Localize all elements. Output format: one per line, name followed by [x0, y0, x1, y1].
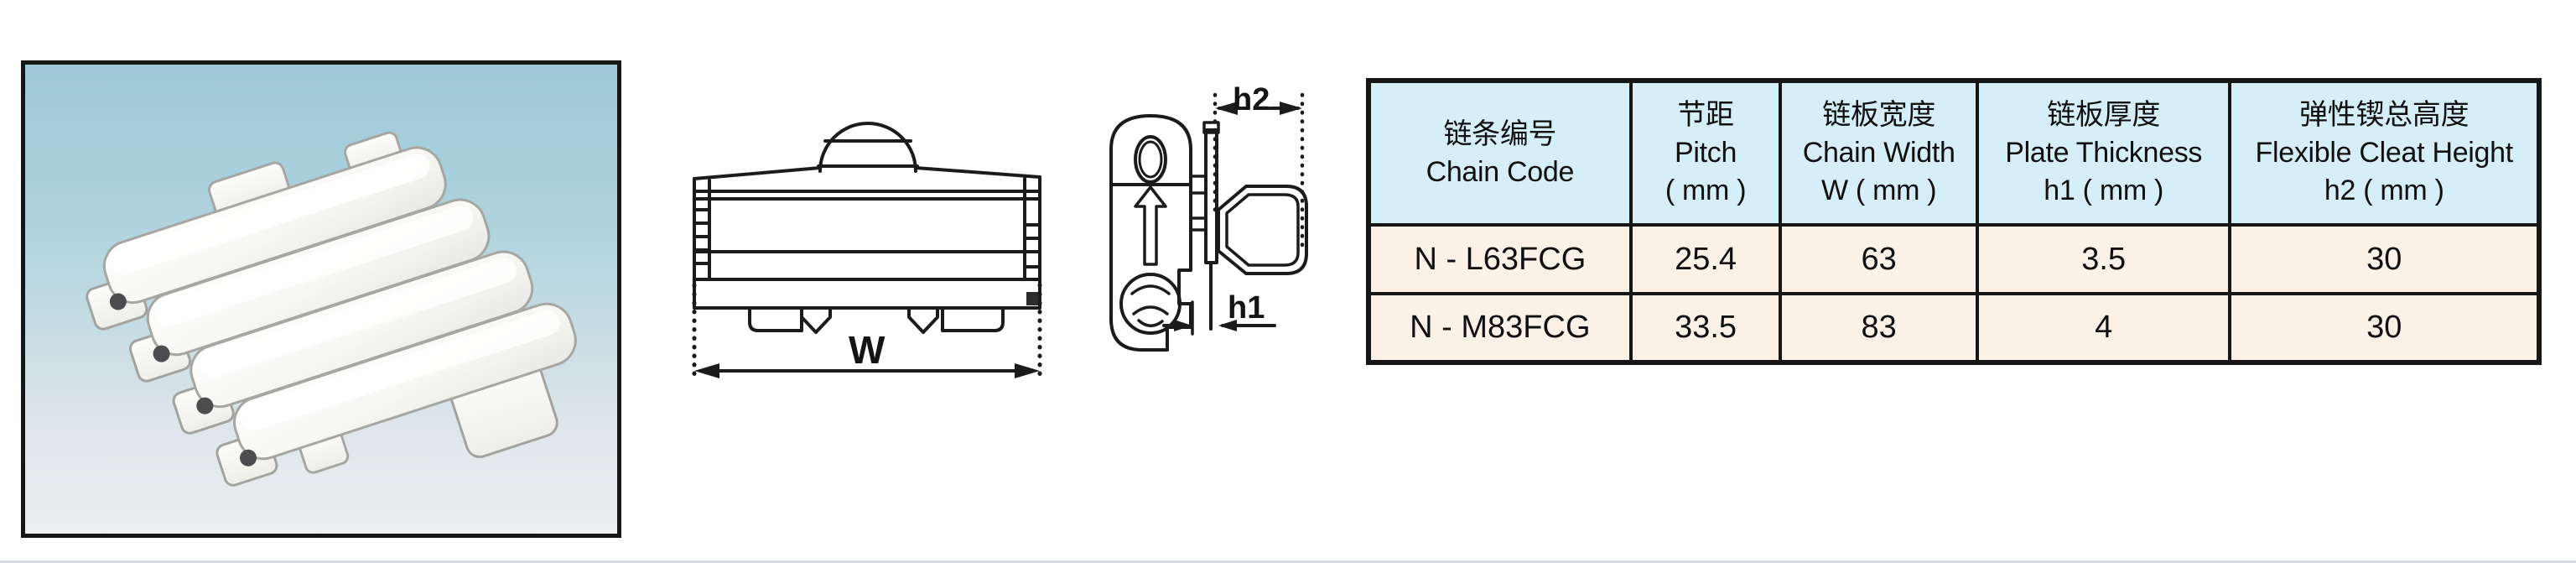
- pin-dot: [153, 345, 170, 362]
- cell-chain-width: 63: [1779, 223, 1979, 295]
- table-header-row: 链条编号 Chain Code 节距 Pitch ( mm ) 链板宽度 Cha…: [1367, 79, 2541, 227]
- arrow-right-icon: [1280, 102, 1302, 115]
- col-header-en: Plate Thickness: [2005, 137, 2203, 169]
- cell-plate-thickness: 3.5: [1975, 223, 2232, 295]
- side-view-drawing: h2 h1: [1097, 49, 1385, 388]
- col-header-pitch: 节距 Pitch ( mm ): [1628, 79, 1783, 227]
- front-view-svg: [692, 122, 1042, 383]
- col-header-unit: W ( mm ): [1820, 175, 1937, 206]
- link-plate-outline: [1109, 114, 1192, 352]
- h1-dimension-label: h1: [1228, 290, 1265, 326]
- col-header-zh: 弹性锲总高度: [2299, 99, 2470, 131]
- col-header-en: Pitch: [1675, 137, 1737, 169]
- pin-dot: [196, 397, 214, 414]
- product-photo: [21, 60, 621, 538]
- pin-dot: [240, 449, 257, 467]
- up-arrow-icon: [1134, 185, 1167, 266]
- col-header-zh: 节距: [1677, 99, 1734, 131]
- roller-circle: [1119, 273, 1182, 335]
- bottom-divider: [0, 560, 2576, 563]
- arrow-right-icon: [1174, 320, 1192, 331]
- cell-plate-thickness: 4: [1975, 292, 2232, 364]
- col-header-cleat-height: 弹性锲总高度 Flexible Cleat Height h2 ( mm ): [2228, 79, 2541, 227]
- col-header-unit: ( mm ): [1665, 175, 1747, 206]
- arrow-left-icon: [1218, 320, 1237, 331]
- chain-product-shape: [86, 131, 577, 487]
- spec-table: 链条编号 Chain Code 节距 Pitch ( mm ) 链板宽度 Cha…: [1366, 78, 2542, 365]
- table-row: N - M83FCG 33.5 83 4 30: [1367, 292, 2541, 364]
- arrow-left-icon: [1215, 102, 1238, 115]
- pin-dot: [109, 293, 127, 310]
- cell-cleat-height: 30: [2228, 292, 2541, 364]
- dome-outline: [818, 122, 917, 173]
- col-header-unit: h1 ( mm ): [2044, 175, 2164, 206]
- arrow-left-icon: [694, 363, 719, 378]
- col-header-plate-thickness: 链板厚度 Plate Thickness h1 ( mm ): [1975, 79, 2232, 227]
- col-header-unit: h2 ( mm ): [2324, 175, 2444, 206]
- col-header-en: Chain Code: [1426, 155, 1575, 188]
- h2-dimension-label: h2: [1233, 82, 1270, 117]
- arrow-right-icon: [1015, 363, 1040, 378]
- cell-pitch: 25.4: [1628, 223, 1783, 295]
- col-header-zh: 链板厚度: [2047, 99, 2161, 131]
- cell-pitch: 33.5: [1628, 292, 1783, 364]
- side-view-svg: [1109, 92, 1308, 352]
- pin-hole: [1134, 135, 1167, 184]
- col-header-chain-code: 链条编号 Chain Code: [1367, 79, 1633, 227]
- col-header-zh: 链板宽度: [1822, 99, 1936, 131]
- cell-chain-code: N - L63FCG: [1367, 223, 1633, 295]
- table-row: N - L63FCG 25.4 63 3.5 30: [1367, 223, 2541, 295]
- col-header-en: Flexible Cleat Height: [2255, 137, 2514, 169]
- flexible-cleat-outline: [1217, 185, 1308, 275]
- front-view-drawing: W: [661, 99, 1067, 393]
- width-dimension-label: W: [849, 328, 886, 372]
- cell-chain-width: 83: [1779, 292, 1979, 364]
- col-header-zh: 链条编号: [1443, 117, 1557, 150]
- cell-chain-code: N - M83FCG: [1367, 292, 1633, 364]
- product-photo-illustration: [86, 131, 577, 487]
- col-header-chain-width: 链板宽度 Chain Width W ( mm ): [1779, 79, 1979, 227]
- cell-cleat-height: 30: [2228, 223, 2541, 295]
- col-header-en: Chain Width: [1802, 137, 1955, 169]
